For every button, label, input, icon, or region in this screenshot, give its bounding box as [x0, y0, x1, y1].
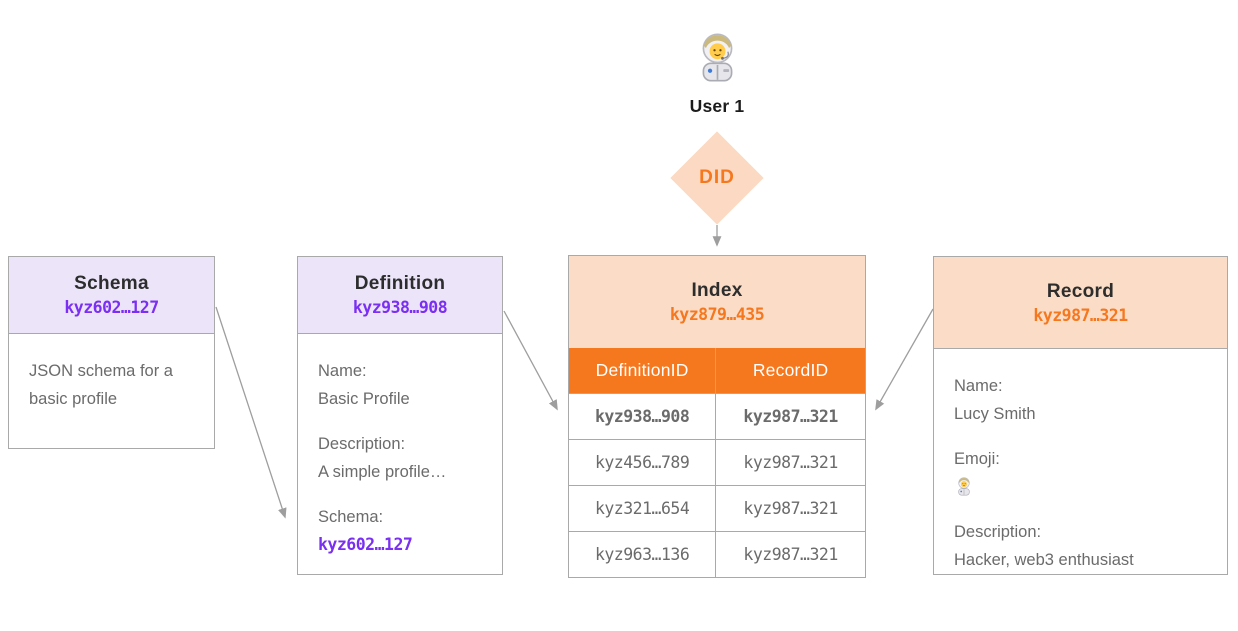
record-title: Record — [1046, 280, 1115, 302]
field-label: Name: — [954, 377, 1003, 395]
record-id: kyz987…321 — [1033, 305, 1128, 325]
definition-id: kyz938…908 — [352, 298, 448, 317]
field-label: Schema: — [318, 508, 384, 526]
user-label: User 1 — [689, 96, 745, 116]
index-table: DefinitionID RecordID kyz938…908 kyz987…… — [569, 348, 865, 577]
definition-schema-field: Schema: kyz602…127 — [318, 503, 482, 559]
arrow-schema-to-definition — [215, 306, 287, 519]
field-value: A simple profile… — [318, 463, 447, 481]
schema-ref-id: kyz602…127 — [318, 535, 413, 554]
schema-description: JSON schema for a basic profile — [29, 362, 173, 408]
arrow-definition-to-index-row — [503, 310, 558, 411]
record-name-field: Name: Lucy Smith — [954, 372, 1207, 428]
field-label: Emoji: — [954, 450, 1000, 468]
did-diamond: DID — [670, 131, 764, 225]
field-value: Basic Profile — [318, 390, 410, 408]
index-title: Index — [691, 280, 743, 301]
schema-id: kyz602…127 — [64, 298, 159, 317]
schema-box-header: Schema kyz602…127 — [9, 257, 214, 334]
record-box-header: Record kyz987…321 — [934, 257, 1227, 349]
schema-box: Schema kyz602…127 JSON schema for a basi… — [8, 256, 215, 449]
field-label: Description: — [318, 435, 406, 453]
record-emoji-field: Emoji: — [954, 445, 1207, 501]
column-header-record-id: RecordID — [715, 348, 865, 393]
cell-record-id: kyz987…321 — [715, 486, 865, 531]
record-box-body: Name: Lucy Smith Emoji: — [934, 349, 1227, 574]
arrow-record-to-index-row — [875, 308, 934, 411]
cell-definition-id: kyz456…789 — [594, 453, 690, 472]
schema-box-body: JSON schema for a basic profile — [9, 334, 214, 413]
definition-name-field: Name: Basic Profile — [318, 357, 482, 413]
cell-record-id: kyz987…321 — [715, 532, 865, 577]
field-value: Lucy Smith — [954, 405, 1036, 423]
index-box: Index kyz879…435 DefinitionID RecordID k… — [568, 255, 866, 578]
cell-record-id: kyz987…321 — [715, 394, 865, 439]
cell-definition-id: kyz321…654 — [594, 499, 690, 518]
record-box: Record kyz987…321 Name: Lucy Smith Emoji… — [933, 256, 1228, 575]
definition-box: Definition kyz938…908 Name: Basic Profil… — [297, 256, 503, 575]
table-row: kyz963…136 kyz987…321 — [569, 531, 865, 577]
definition-title: Definition — [354, 273, 446, 294]
field-value: Hacker, web3 enthusiast — [954, 551, 1134, 569]
column-header-definition-id: DefinitionID — [595, 360, 689, 380]
definition-box-body: Name: Basic Profile Description: A simpl… — [298, 334, 502, 559]
schema-title: Schema — [74, 273, 149, 294]
index-id: kyz879…435 — [669, 305, 765, 324]
cell-definition-id: kyz963…136 — [594, 545, 690, 564]
definition-box-header: Definition kyz938…908 — [298, 257, 502, 334]
cell-definition-id: kyz938…908 — [594, 407, 690, 426]
index-box-header: Index kyz879…435 — [569, 256, 865, 348]
definition-description-field: Description: A simple profile… — [318, 430, 482, 486]
field-label: Description: — [954, 523, 1042, 541]
record-description-field: Description: Hacker, web3 enthusiast — [954, 518, 1207, 574]
index-table-header-row: DefinitionID RecordID — [569, 348, 865, 393]
cell-record-id: kyz987…321 — [715, 440, 865, 485]
table-row: kyz456…789 kyz987…321 — [569, 439, 865, 485]
user-astronaut-icon — [691, 27, 744, 83]
astronaut-emoji-icon — [954, 475, 974, 496]
table-row: kyz938…908 kyz987…321 — [569, 393, 865, 439]
field-label: Name: — [318, 362, 367, 380]
did-label: DID — [699, 167, 735, 188]
table-row: kyz321…654 kyz987…321 — [569, 485, 865, 531]
